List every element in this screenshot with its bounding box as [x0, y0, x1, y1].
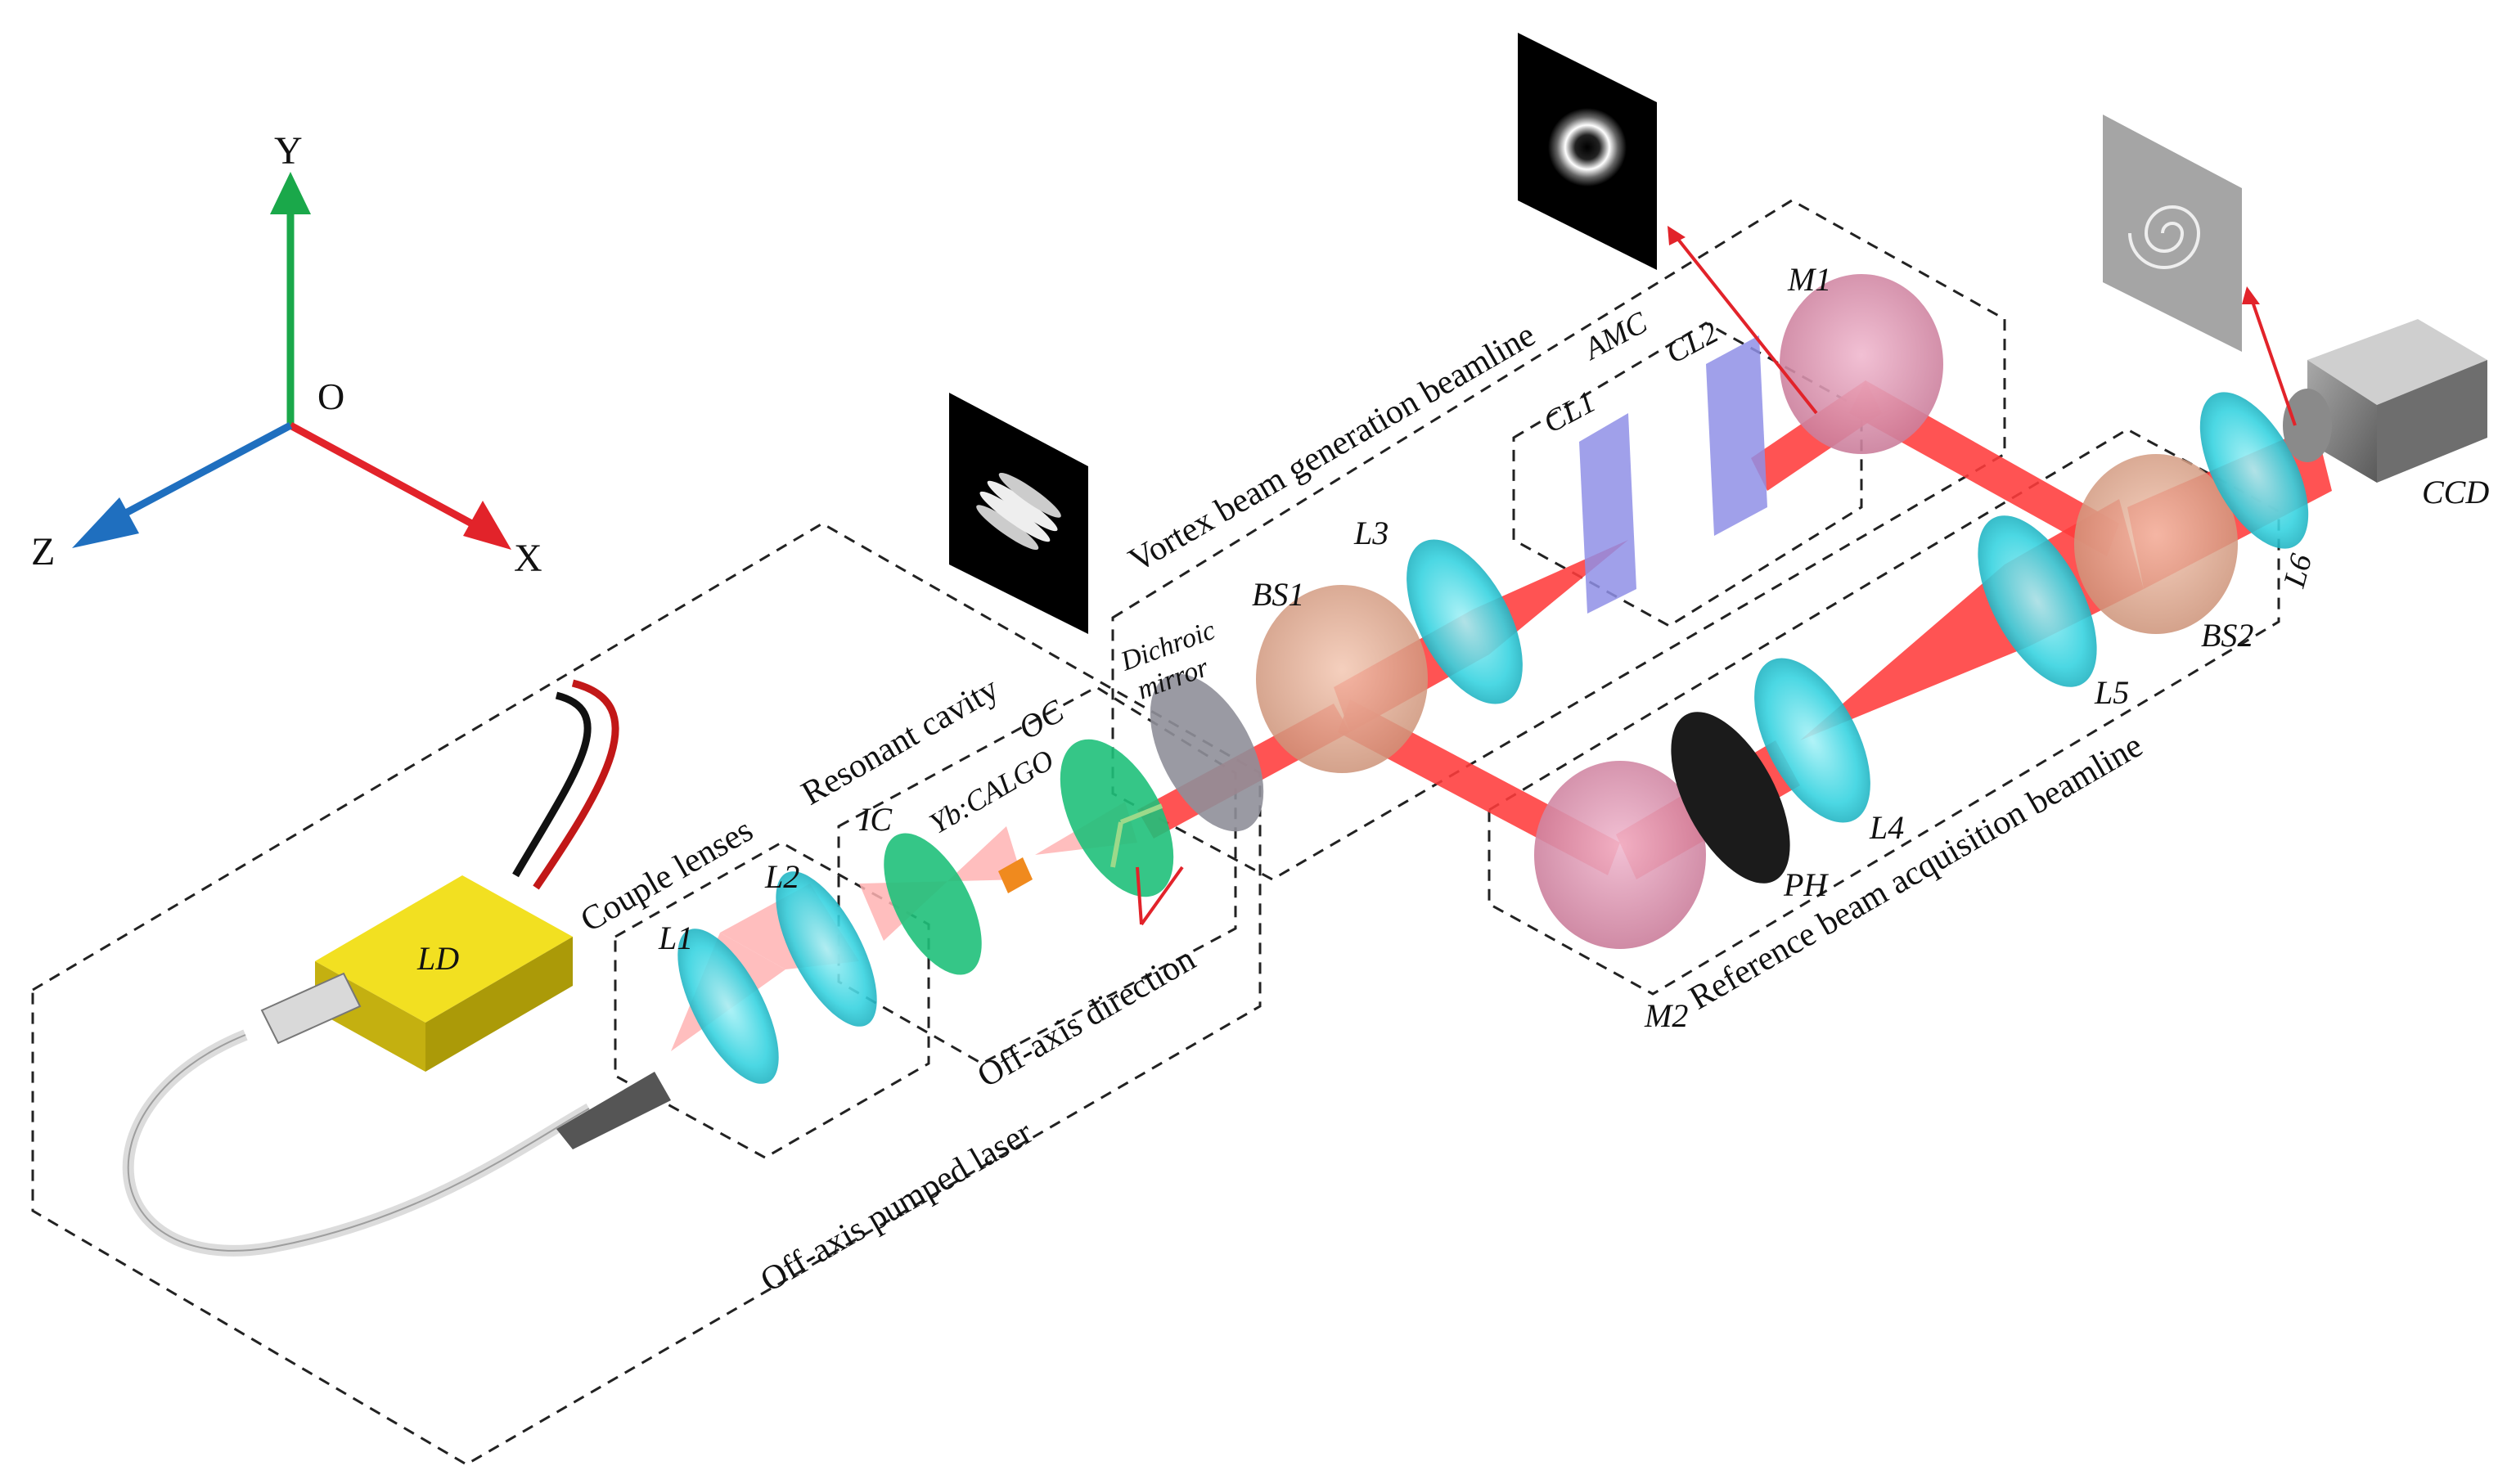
fiber-connector — [260, 972, 362, 1045]
l2-label: L2 — [764, 858, 799, 895]
ccd-front — [2377, 360, 2487, 483]
pinhole-ph — [1671, 712, 1790, 884]
cylindrical-lens-cl2 — [1706, 335, 1767, 536]
offaxis-pointer-1 — [1136, 866, 1143, 925]
box-amc — [1512, 322, 1863, 627]
origin-label: O — [317, 375, 344, 417]
coordinate-axes: Y X Z O — [31, 129, 542, 580]
ld-body-front — [425, 937, 573, 1072]
x-axis-label: X — [514, 537, 542, 580]
fiber-output-ferrule — [556, 1072, 671, 1149]
wire-black — [512, 691, 592, 878]
ld-body-top — [315, 875, 573, 1023]
box-off-axis-pumped-laser — [31, 522, 1262, 1466]
lens-l3 — [1407, 539, 1523, 704]
beam-splitter-bs2 — [2074, 454, 2238, 634]
y-axis-arrowhead — [270, 172, 311, 214]
bs1-label: BS1 — [1252, 576, 1304, 613]
donut-ring — [1538, 98, 1636, 196]
lens-l1 — [677, 929, 779, 1084]
label-off-axis-pumped-laser: Off-axis pumped laser — [754, 1113, 1039, 1299]
l3-label: L3 — [1353, 515, 1389, 551]
box-couple-lenses — [614, 841, 930, 1159]
ic-label: IC — [858, 801, 893, 838]
label-vortex-beamline: Vortex beam generation beamline — [1123, 316, 1542, 579]
crystal-label: Yb:CALGO — [924, 743, 1060, 840]
ccd-label: CCD — [2422, 474, 2489, 510]
couple-lenses: L1 L2 — [658, 858, 877, 1084]
reference-beamline-optics: M2 PH L4 L5 BS2 L6 — [1534, 392, 2319, 1034]
z-axis-label: Z — [31, 530, 55, 573]
label-off-axis-direction: Off-axis direction — [971, 940, 1202, 1095]
mirror-oc — [1060, 739, 1174, 897]
offaxis-arrow-y — [1110, 821, 1123, 868]
cylindrical-lens-cl1 — [1579, 413, 1636, 614]
z-axis-arrowhead — [72, 497, 139, 548]
x-axis-line — [288, 422, 489, 535]
pointer-to-donut — [1672, 232, 1818, 415]
ccd-camera: CCD — [2283, 319, 2489, 510]
z-axis-line — [96, 422, 293, 531]
lens-l2 — [776, 871, 877, 1027]
ld-label: LD — [416, 940, 459, 977]
l5-label: L5 — [2094, 674, 2129, 711]
mirror-m1 — [1780, 274, 1943, 454]
ph-label: PH — [1783, 866, 1829, 903]
pointer-to-donut-head — [1668, 226, 1686, 245]
fringe-lines — [976, 472, 1061, 551]
beam-l4-to-l5 — [1800, 564, 2029, 740]
pointer-to-spiral — [2248, 294, 2297, 426]
inset-interference-spiral — [2103, 115, 2242, 352]
l6-label: L6 — [2277, 551, 2319, 592]
spiral-rings — [2128, 205, 2201, 269]
ccd-left — [2307, 360, 2377, 483]
offaxis-pointer-2 — [1140, 866, 1184, 926]
offaxis-arrow-x — [1119, 803, 1163, 825]
group-labels: Off-axis pumped laser Couple lenses Reso… — [574, 316, 2149, 1299]
optical-fiber — [122, 1029, 592, 1257]
y-axis-label: Y — [274, 129, 303, 173]
lens-l5 — [1978, 515, 2097, 687]
amc-label: AMC — [1577, 305, 1654, 367]
crystal-yb-calgo — [998, 857, 1033, 893]
box-reference-beamline — [1488, 428, 2280, 996]
profile-insets — [949, 33, 2297, 634]
ccd-top — [2307, 319, 2487, 405]
m1-label: M1 — [1787, 261, 1831, 298]
pointer-to-spiral-head — [2242, 286, 2260, 304]
wire-red — [533, 679, 619, 890]
lens-l4 — [1754, 658, 1870, 823]
lens-l6 — [2199, 392, 2309, 549]
bs2-label: BS2 — [2201, 617, 2253, 654]
mirror-ic — [884, 833, 982, 975]
beam-splitter-bs1 — [1256, 585, 1428, 773]
ccd-lens-mount — [2283, 389, 2332, 462]
l4-label: L4 — [1869, 809, 1904, 846]
oc-label: OC — [1012, 691, 1071, 746]
optical-fiber-outline — [127, 1034, 590, 1252]
m2-label: M2 — [1644, 997, 1688, 1034]
x-axis-arrowhead — [463, 501, 511, 550]
cl1-label: CL1 — [1538, 384, 1602, 440]
ld-module: LD — [122, 679, 671, 1257]
l1-label: L1 — [658, 920, 693, 956]
mirror-m2 — [1534, 761, 1706, 949]
dichroic-mirror — [1150, 673, 1264, 832]
